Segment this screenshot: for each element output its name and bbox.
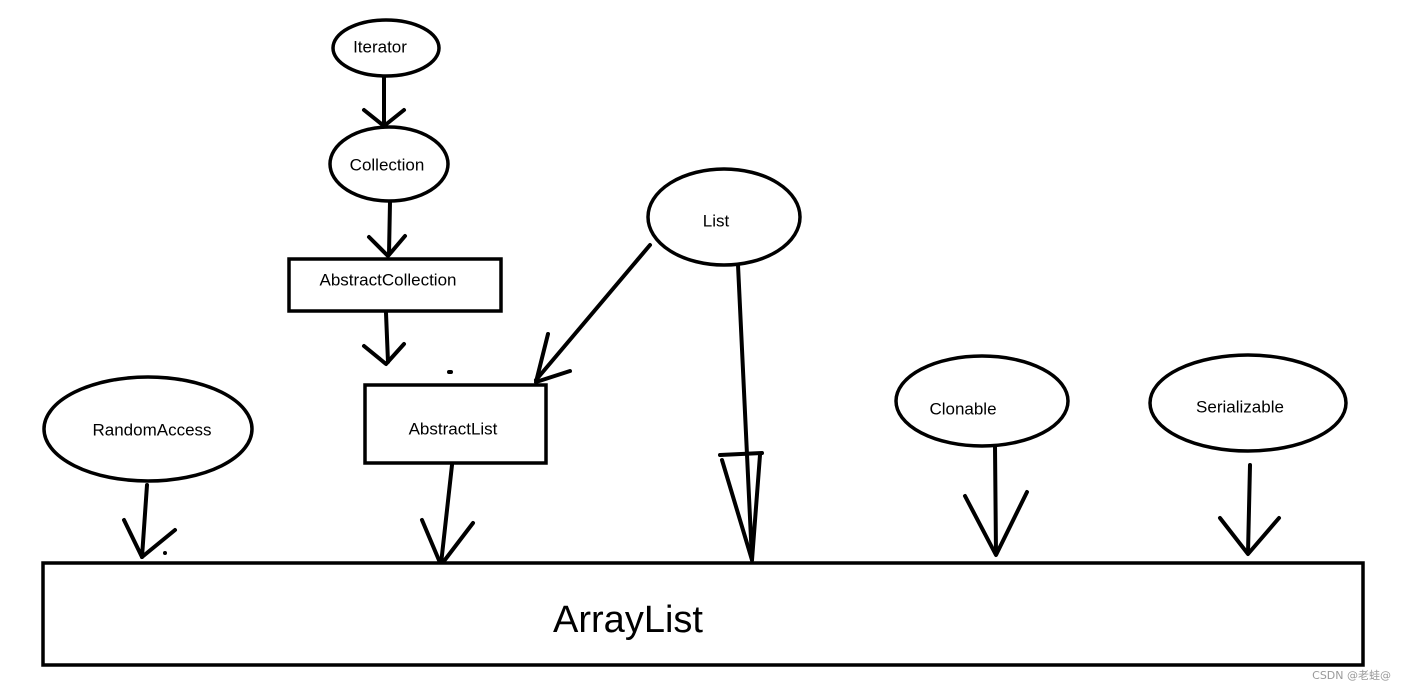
- edge-abstractlist-to-arraylist: [420, 463, 475, 567]
- node-abstractcollection: AbstractCollection: [287, 257, 503, 313]
- watermark: CSDN @老蛙@: [1312, 669, 1391, 682]
- node-list-label: List: [703, 211, 730, 230]
- edge-collection-to-abstractcollection: [367, 200, 407, 258]
- node-arraylist: ArrayList: [41, 561, 1365, 667]
- node-iterator: Iterator: [331, 18, 441, 78]
- node-abstractlist-label: AbstractList: [409, 419, 498, 438]
- node-clonable: Clonable: [894, 354, 1070, 448]
- node-serializable: Serializable: [1148, 353, 1348, 453]
- node-serializable-label: Serializable: [1196, 397, 1284, 416]
- edge-abstractcollection-to-abstractlist: [362, 311, 406, 366]
- node-randomaccess: RandomAccess: [42, 375, 254, 483]
- edge-iterator-to-collection: [362, 76, 406, 128]
- node-clonable-label: Clonable: [929, 399, 996, 418]
- node-abstractlist: AbstractList: [363, 383, 548, 465]
- node-list: List: [646, 167, 802, 267]
- edges: [122, 76, 1281, 567]
- node-collection-label: Collection: [350, 155, 425, 174]
- node-arraylist-label: ArrayList: [553, 599, 703, 641]
- node-iterator-label: Iterator: [353, 37, 407, 56]
- edge-list-to-abstractlist: [534, 243, 652, 384]
- node-abstractcollection-label: AbstractCollection: [319, 270, 456, 289]
- edge-randomaccess-to-arraylist: [122, 483, 177, 559]
- edge-clonable-to-arraylist: [963, 444, 1029, 557]
- edge-list-to-arraylist: [718, 263, 764, 562]
- edge-serializable-to-arraylist: [1218, 463, 1281, 556]
- node-randomaccess-label: RandomAccess: [92, 420, 211, 439]
- node-collection: Collection: [328, 125, 450, 203]
